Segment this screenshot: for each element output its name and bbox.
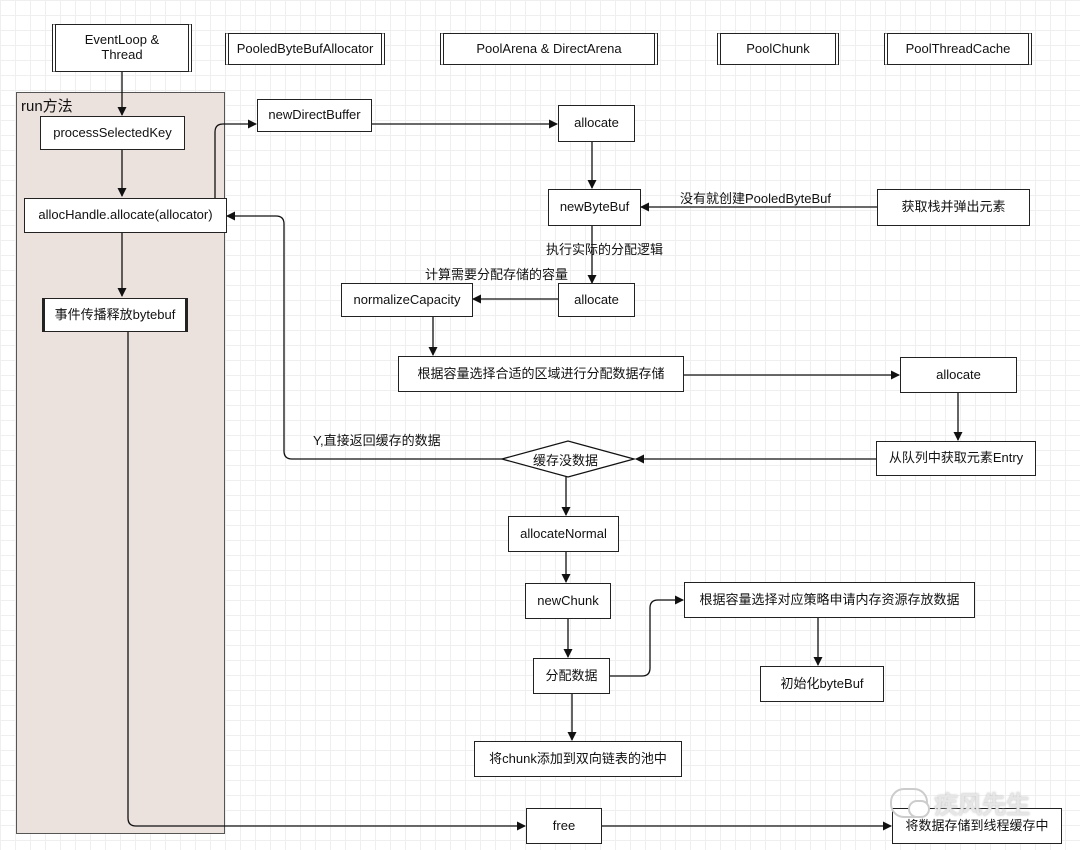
node-get-entry: 从队列中获取元素Entry [876, 441, 1036, 476]
header-pooled-bytebuf-allocator: PooledByteBufAllocator [225, 33, 385, 65]
node-allocate-cache: allocate [900, 357, 1017, 393]
lane-title: run方法 [21, 98, 73, 115]
edge-assign-to-strategy [610, 595, 684, 677]
header-pool-chunk: PoolChunk [717, 33, 839, 65]
node-allocate-normal: allocateNormal [508, 516, 619, 552]
node-new-chunk: newChunk [525, 583, 611, 619]
node-assign-data: 分配数据 [533, 658, 610, 694]
node-add-chunk-to-pool: 将chunk添加到双向链表的池中 [474, 741, 682, 777]
decision-diamond [499, 440, 637, 478]
node-choose-region: 根据容量选择合适的区域进行分配数据存储 [398, 356, 684, 392]
watermark: 疾风先生 [890, 785, 1030, 820]
node-new-direct-buffer: newDirectBuffer [257, 99, 372, 132]
node-init-bytebuf: 初始化byteBuf [760, 666, 884, 702]
wechat-logo-icon [890, 787, 930, 818]
label-create-if-none: 没有就创建PooledByteBuf [680, 191, 832, 206]
node-alloc-handle-allocate: allocHandle.allocate(allocator) [24, 198, 227, 233]
node-allocate-capacity: allocate [558, 283, 635, 317]
edge-release-to-free [127, 332, 526, 831]
watermark-text: 疾风先生 [934, 792, 1030, 819]
header-pool-arena: PoolArena & DirectArena [440, 33, 658, 65]
node-choose-strategy: 根据容量选择对应策略申请内存资源存放数据 [684, 582, 975, 618]
node-free: free [526, 808, 602, 844]
label-calc-capacity: 计算需要分配存储的容量 [425, 267, 569, 282]
node-new-bytebuf: newByteBuf [548, 189, 641, 226]
edge-cache-to-alloc-return [226, 211, 502, 460]
label-return-cached: Y,直接返回缓存的数据 [313, 433, 441, 448]
node-cache-no-data: 缓存没数据 [533, 453, 599, 468]
node-allocate-arena: allocate [558, 105, 635, 142]
node-normalize-capacity: normalizeCapacity [341, 283, 473, 317]
header-eventloop-thread: EventLoop & Thread [52, 24, 192, 72]
label-exec-logic: 执行实际的分配逻辑 [546, 242, 664, 257]
node-process-selected-key: processSelectedKey [40, 116, 185, 150]
header-pool-thread-cache: PoolThreadCache [884, 33, 1032, 65]
edge-alloc-to-newdirect [214, 119, 257, 200]
node-pop-stack: 获取栈并弹出元素 [877, 189, 1030, 226]
node-event-release-bytebuf: 事件传播释放bytebuf [42, 298, 188, 332]
